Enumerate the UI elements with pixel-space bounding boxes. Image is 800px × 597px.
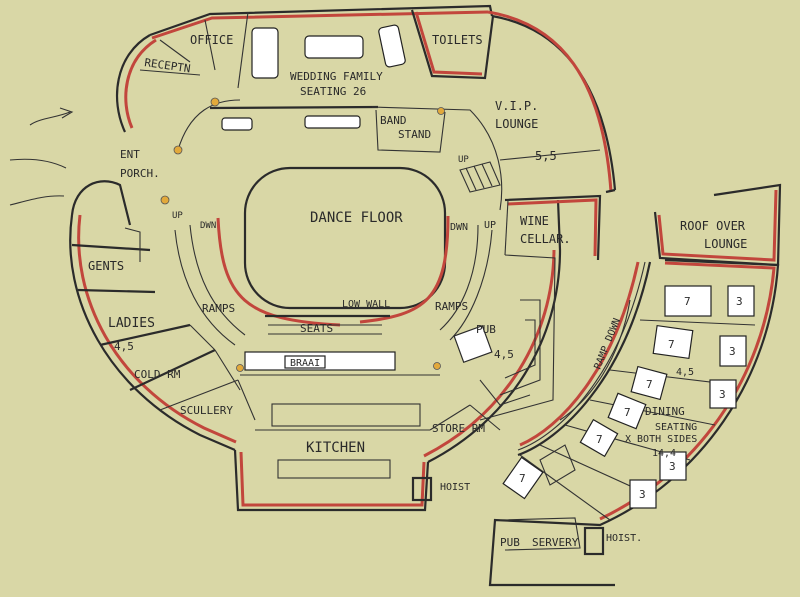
room-labels: OFFICE RECEPTN TOILETS WEDDING FAMILY SE… <box>88 33 747 549</box>
porch-label: PORCH. <box>120 167 160 180</box>
vip-size-label: 5,5 <box>535 149 557 163</box>
dining-size-label: 14,4 <box>652 448 676 459</box>
ent-label: ENT <box>120 148 140 161</box>
hoist-label: HOIST <box>440 482 470 493</box>
store-rm-label: STORE RM <box>432 422 485 435</box>
braai-label: BRAAI <box>290 358 320 369</box>
low-wall-label: LOW WALL <box>342 299 390 310</box>
table-numbers: 7 3 7 3 7 7 7 3 3 3 7 <box>519 295 743 501</box>
wedding-family-label: WEDDING FAMILY <box>290 70 383 83</box>
gents-label: GENTS <box>88 259 124 273</box>
cold-rm-label: COLD RM <box>134 368 181 381</box>
dance-floor-outline <box>243 166 447 310</box>
ramps-left-label: RAMPS <box>202 302 235 315</box>
dwn-label-1: DWN <box>200 221 216 231</box>
hoist-right-label: HOIST. <box>606 533 642 544</box>
table-number: 3 <box>719 388 726 401</box>
table-number: 3 <box>736 295 743 308</box>
dining-wing <box>488 183 782 587</box>
lamp-markers <box>160 97 445 372</box>
table-number: 7 <box>668 338 675 351</box>
roof-over-label: ROOF OVER <box>680 219 746 233</box>
wedding-tables <box>221 24 406 131</box>
table-number: 3 <box>669 460 676 473</box>
toilets-label: TOILETS <box>432 33 483 47</box>
up-label-3: UP <box>484 220 496 231</box>
up-label-2: UP <box>172 211 183 221</box>
scullery-label: SCULLERY <box>180 404 233 417</box>
band-label: BAND <box>380 114 407 127</box>
table-number: 7 <box>624 406 631 419</box>
ladies-size-label: 4,5 <box>114 340 134 353</box>
office-label: OFFICE <box>190 33 233 47</box>
dwn-label-2: DWN <box>450 222 468 233</box>
lounge-label: LOUNGE <box>495 117 538 131</box>
table-number: 3 <box>729 345 736 358</box>
table-number: 7 <box>646 378 653 391</box>
table-number: 7 <box>519 472 526 485</box>
kitchen-label: KITCHEN <box>306 440 365 456</box>
inner-walls <box>71 9 601 502</box>
pub-label: PUB <box>476 323 496 336</box>
seats-label: SEATS <box>300 322 333 335</box>
entry-arrows <box>9 107 74 206</box>
dining-tables <box>502 285 755 509</box>
table-number: 7 <box>684 295 691 308</box>
servery-label: SERVERY <box>532 536 579 549</box>
cellar-label: CELLAR. <box>520 232 571 246</box>
wine-label: WINE <box>520 214 549 228</box>
pub-bar <box>453 254 556 421</box>
dining-45-label: 4,5 <box>676 367 694 378</box>
vip-stairs <box>459 161 501 193</box>
table-number: 3 <box>639 488 646 501</box>
seating-label: SEATING <box>655 422 697 433</box>
stand-label: STAND <box>398 128 431 141</box>
ladies-label: LADIES <box>108 316 155 331</box>
up-label-1: UP <box>458 155 469 165</box>
reception-label: RECEPTN <box>144 56 192 75</box>
pub-servery-label: PUB <box>500 536 520 549</box>
dining-label: DINING <box>645 405 685 418</box>
ramps-right-label: RAMPS <box>435 300 468 313</box>
pub-size-label: 4,5 <box>494 348 514 361</box>
vip-label: V.I.P. <box>495 99 538 113</box>
table-number: 7 <box>596 433 603 446</box>
both-sides-label: X BOTH SIDES <box>625 434 697 445</box>
dance-floor-label: DANCE FLOOR <box>310 210 403 226</box>
roof-lounge-label: LOUNGE <box>704 237 747 251</box>
seating-26-label: SEATING 26 <box>300 85 366 98</box>
